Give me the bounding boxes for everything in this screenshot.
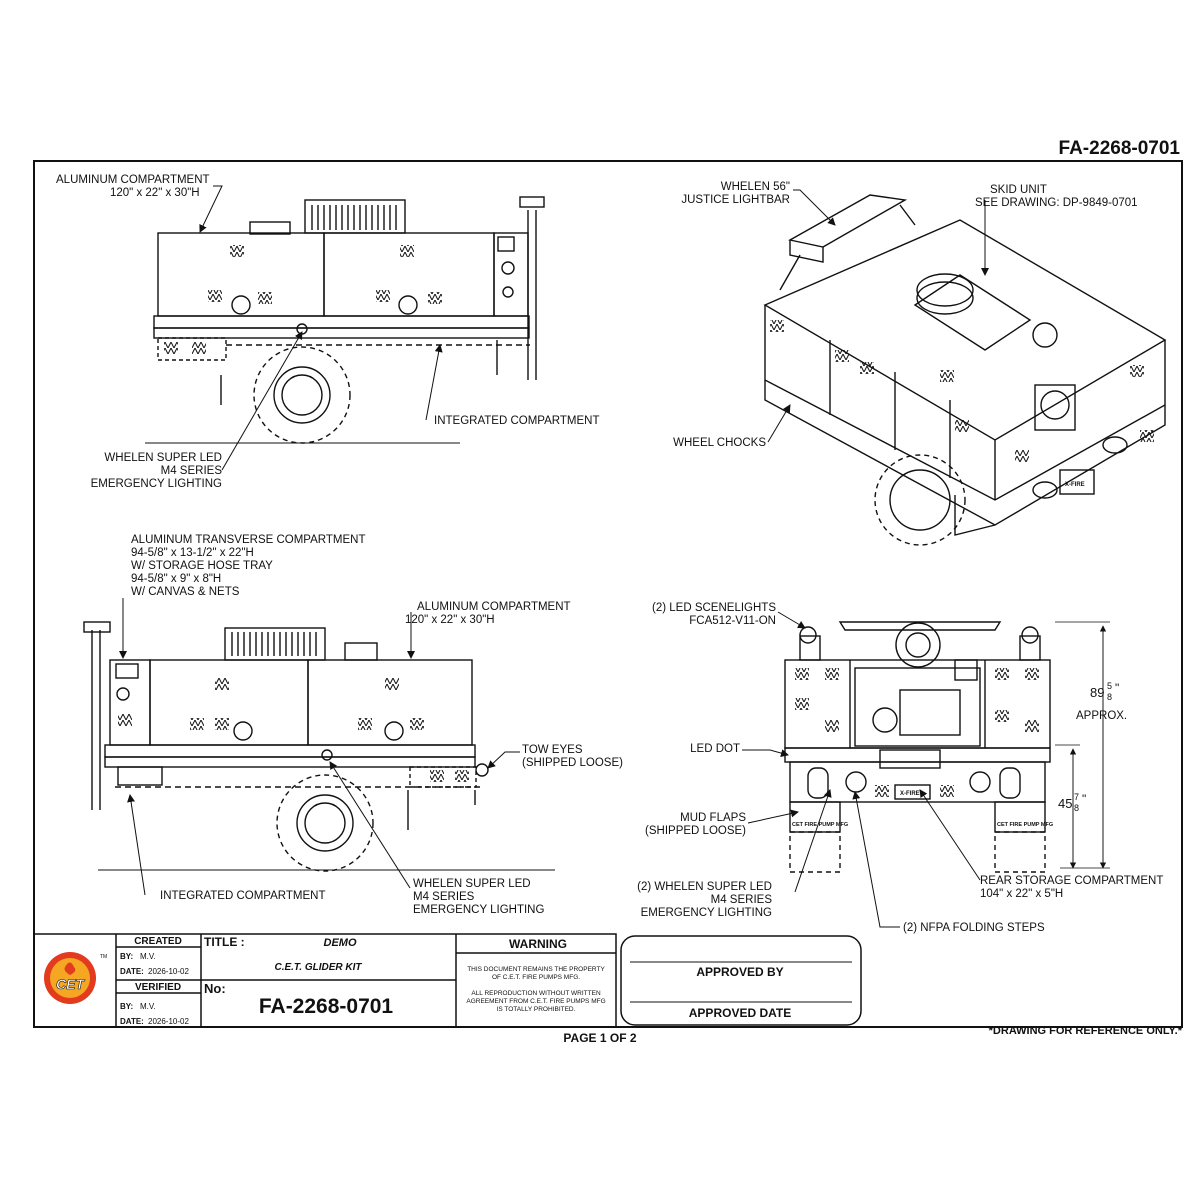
leaders-iso — [767, 189, 989, 443]
labels-side-top: ALUMINUM COMPARTMENT 120" x 22" x 30"H I… — [56, 174, 599, 490]
rear-lighting-line1: (2) WHELEN SUPER LED — [637, 881, 772, 893]
title-line2: C.E.T. GLIDER KIT — [274, 962, 362, 973]
verified-date: 2026-10-02 — [148, 1017, 189, 1026]
labels-iso: WHELEN 56" JUSTICE LIGHTBAR SKID UNIT SE… — [673, 181, 1137, 449]
side-top-lighting-line1: WHELEN SUPER LED — [104, 452, 222, 464]
iso-skid-line1: SKID UNIT — [990, 184, 1047, 196]
rear-scenelights-line2: FCA512-V11-ON — [689, 615, 776, 627]
warning-line1: THIS DOCUMENT REMAINS THE PROPERTY — [467, 966, 605, 973]
iso-chocks-label: WHEEL CHOCKS — [673, 437, 766, 449]
flame-icon — [64, 962, 76, 975]
iso-skid-brand: X-FIRE — [1065, 482, 1085, 488]
created-label: CREATED — [134, 936, 182, 947]
created-date: 2026-10-02 — [148, 967, 189, 976]
verified-date-label: DATE: — [120, 1017, 144, 1026]
rear-height-low-den: 8 — [1074, 803, 1079, 813]
warning-line5: AGREEMENT FROM C.E.T. FIRE PUMPS MFG — [466, 998, 605, 1005]
labels-rear: (2) LED SCENELIGHTS FCA512-V11-ON LED DO… — [637, 602, 1163, 934]
side-top-lighting-line2: M4 SERIES — [161, 465, 223, 477]
side-bottom-integrated-label: INTEGRATED COMPARTMENT — [160, 890, 325, 902]
rear-height-whole: 89 — [1090, 685, 1104, 700]
side-bottom-compartment-line1: ALUMINUM COMPARTMENT — [417, 601, 571, 613]
created-by-label: BY: — [120, 952, 133, 961]
rear-mudflap-brand-left: CET FIRE PUMP MFG — [792, 822, 848, 828]
rear-storage-line2: 104" x 22" x 5"H — [980, 888, 1063, 900]
created-by: M.V. — [140, 952, 156, 961]
iso-skid-line2: SEE DRAWING: DP-9849-0701 — [975, 197, 1138, 209]
rear-height-unit: " — [1115, 681, 1119, 695]
title-block-text: CREATED BY: M.V. DATE: 2026-10-02 VERIFI… — [120, 935, 791, 1026]
logo-text: CET — [56, 976, 85, 992]
page-indicator: PAGE 1 OF 2 — [563, 1031, 637, 1045]
rear-height-low-num: 7 — [1074, 792, 1079, 802]
logo-trademark: TM — [100, 954, 107, 960]
side-bottom-transverse-line2: 94-5/8" x 13-1/2" x 22"H — [131, 547, 254, 559]
number-label: No: — [204, 981, 226, 996]
warning-title: WARNING — [509, 937, 567, 951]
side-bottom-transverse-line3: W/ STORAGE HOSE TRAY — [131, 560, 273, 572]
rear-view — [784, 621, 1110, 873]
rear-height-low-unit: " — [1082, 792, 1086, 806]
side-bottom-compartment-line2: 120" x 22" x 30"H — [405, 614, 495, 626]
rear-lighting-line3: EMERGENCY LIGHTING — [641, 907, 772, 919]
side-top-integrated-label: INTEGRATED COMPARTMENT — [434, 415, 599, 427]
side-top-compartment-line1: ALUMINUM COMPARTMENT — [56, 174, 210, 186]
side-view-top — [145, 196, 545, 444]
approved-date-label: APPROVED DATE — [689, 1006, 791, 1020]
side-bottom-transverse-line5: W/ CANVAS & NETS — [131, 586, 240, 598]
iso-lightbar-line1: WHELEN 56" — [721, 181, 790, 193]
rear-height-den: 8 — [1107, 692, 1112, 702]
approved-by-label: APPROVED BY — [696, 965, 783, 979]
verified-label: VERIFIED — [135, 982, 181, 993]
warning-line4: ALL REPRODUCTION WITHOUT WRITTEN — [471, 990, 601, 997]
leaders-side-top — [199, 185, 443, 471]
rear-height-num: 5 — [1107, 681, 1112, 691]
side-bottom-vents — [118, 678, 469, 782]
iso-view — [763, 194, 1167, 546]
warning-line6: IS TOTALLY PROHIBITED. — [497, 1006, 576, 1013]
title-block — [33, 933, 862, 1028]
side-top-compartment-line2: 120" x 22" x 30"H — [110, 187, 200, 199]
rear-lighting-line2: M4 SERIES — [711, 894, 773, 906]
leaders-side-bottom — [119, 598, 520, 896]
rear-mud-flaps-line2: (SHIPPED LOOSE) — [645, 825, 746, 837]
created-date-label: DATE: — [120, 967, 144, 976]
rear-skid-brand: X-FIRE — [900, 791, 920, 797]
rear-height-low-whole: 45 — [1058, 796, 1072, 811]
rear-scenelights-line1: (2) LED SCENELIGHTS — [652, 602, 776, 614]
leaders-rear — [742, 611, 981, 928]
drawing-number-header: FA-2268-0701 — [1058, 138, 1180, 159]
title-block-number: FA-2268-0701 — [259, 995, 394, 1018]
side-bottom-transverse-line4: 94-5/8" x 9" x 8"H — [131, 573, 221, 585]
side-bottom-lighting-line2: M4 SERIES — [413, 891, 475, 903]
rear-mudflap-brand-right: CET FIRE PUMP MFG — [997, 822, 1053, 828]
warning-line2: OF C.E.T. FIRE PUMPS MFG. — [492, 974, 580, 981]
side-top-lighting-line3: EMERGENCY LIGHTING — [91, 478, 222, 490]
iso-lightbar-line2: JUSTICE LIGHTBAR — [681, 194, 790, 206]
rear-mud-flaps-line1: MUD FLAPS — [680, 812, 746, 824]
side-top-vents — [164, 245, 442, 354]
side-bottom-tow-line1: TOW EYES — [522, 744, 583, 756]
rear-storage-line1: REAR STORAGE COMPARTMENT — [980, 875, 1163, 887]
rear-height-note: APPROX. — [1076, 710, 1127, 722]
verified-by: M.V. — [140, 1002, 156, 1011]
title-label: TITLE : — [204, 935, 245, 949]
rear-vents — [795, 668, 1039, 797]
labels-side-bottom: ALUMINUM TRANSVERSE COMPARTMENT 94-5/8" … — [131, 534, 623, 916]
iso-vents — [770, 320, 1154, 462]
side-view-bottom — [83, 621, 555, 872]
title-line1: DEMO — [324, 937, 357, 949]
cet-logo: CET TM — [44, 952, 107, 1004]
side-bottom-transverse-line1: ALUMINUM TRANSVERSE COMPARTMENT — [131, 534, 366, 546]
side-bottom-tow-line2: (SHIPPED LOOSE) — [522, 757, 623, 769]
rear-led-dot-label: LED DOT — [690, 743, 740, 755]
logo-inner — [50, 958, 90, 998]
verified-by-label: BY: — [120, 1002, 133, 1011]
rear-steps-label: (2) NFPA FOLDING STEPS — [903, 922, 1045, 934]
side-bottom-lighting-line3: EMERGENCY LIGHTING — [413, 904, 544, 916]
side-bottom-lighting-line1: WHELEN SUPER LED — [413, 878, 531, 890]
